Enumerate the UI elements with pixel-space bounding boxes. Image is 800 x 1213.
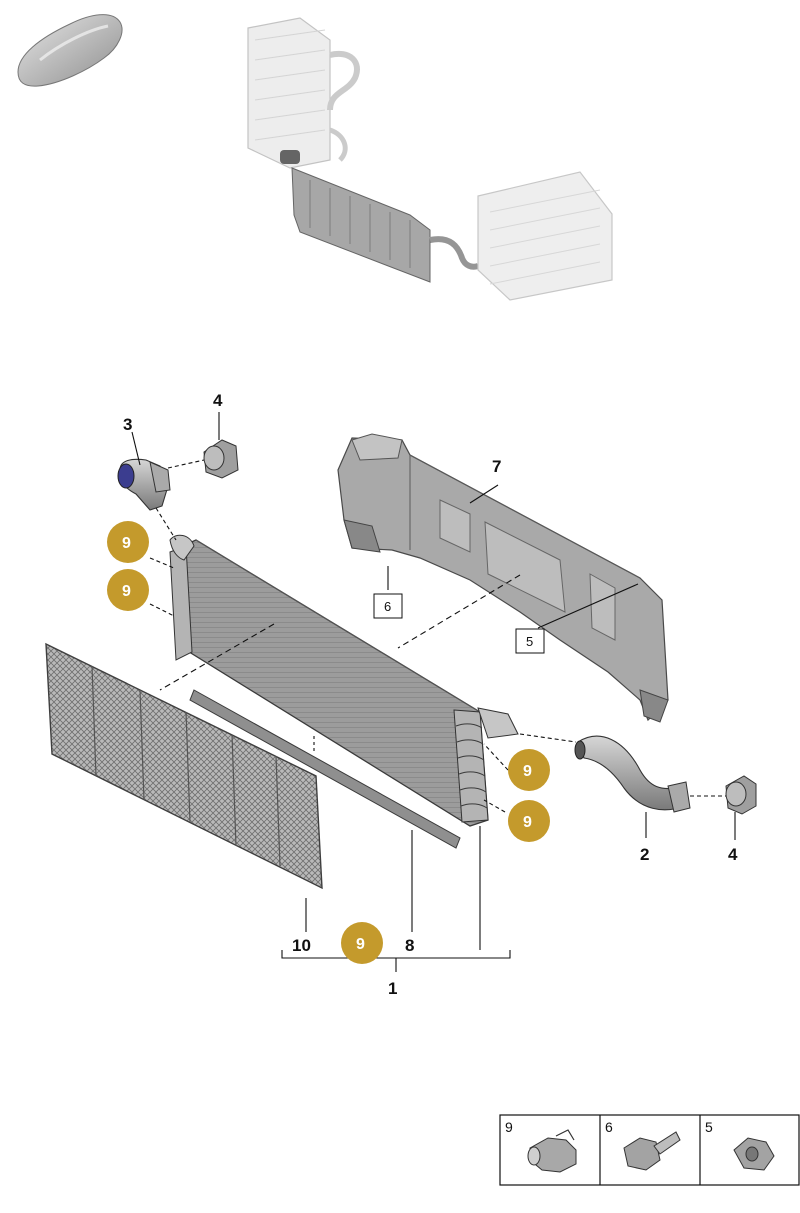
callout-2: 2	[640, 845, 649, 864]
svg-text:5: 5	[705, 1119, 713, 1135]
overview-left-radiator	[247, 17, 360, 169]
callout-1: 1	[388, 979, 397, 998]
legend-table: 9 6 5	[499, 1114, 800, 1186]
callout-4-top: 4	[213, 391, 223, 410]
badge-9-upper-left: 9	[107, 521, 149, 563]
legend-cell-6: 6	[605, 1119, 681, 1171]
overview-highlight-radiator	[280, 150, 479, 283]
upper-coolant-hose	[117, 458, 171, 511]
boxed-callout-6: 6	[373, 593, 403, 619]
svg-text:9: 9	[505, 1119, 513, 1135]
legend-cell-9: 9	[505, 1119, 577, 1173]
svg-text:9: 9	[523, 763, 532, 780]
callout-3: 3	[123, 415, 132, 434]
callout-8: 8	[405, 936, 414, 955]
svg-text:9: 9	[356, 936, 365, 953]
air-guide-shroud	[337, 433, 669, 723]
connector-clip-icon	[527, 1129, 577, 1173]
callout-10: 10	[292, 936, 311, 955]
lower-coolant-hose	[574, 735, 691, 813]
main-radiator	[169, 534, 519, 827]
svg-text:5: 5	[526, 634, 533, 649]
callout-7: 7	[492, 457, 501, 476]
overview-assembly	[247, 17, 613, 301]
car-silhouette-icon	[17, 14, 123, 87]
svg-text:9: 9	[122, 583, 131, 600]
legend-cell-5: 5	[705, 1119, 775, 1171]
overview-right-radiator	[477, 171, 613, 301]
svg-text:6: 6	[605, 1119, 613, 1135]
seal-strip	[189, 689, 461, 849]
svg-text:9: 9	[122, 535, 131, 552]
nut-icon	[733, 1137, 775, 1171]
badge-9-lower-right: 9	[508, 800, 550, 842]
leader-lines	[131, 412, 736, 972]
badge-9-mid-left: 9	[107, 569, 149, 611]
coupling-right	[725, 775, 757, 815]
svg-text:6: 6	[384, 599, 391, 614]
callout-4-right: 4	[728, 845, 738, 864]
badge-9-upper-right: 9	[508, 749, 550, 791]
badge-9-bottom: 9	[341, 922, 383, 964]
coupling-top	[203, 439, 239, 479]
boxed-callout-5: 5	[515, 628, 545, 654]
mesh-grille	[45, 642, 323, 890]
svg-text:9: 9	[523, 814, 532, 831]
bolt-icon	[623, 1131, 681, 1171]
